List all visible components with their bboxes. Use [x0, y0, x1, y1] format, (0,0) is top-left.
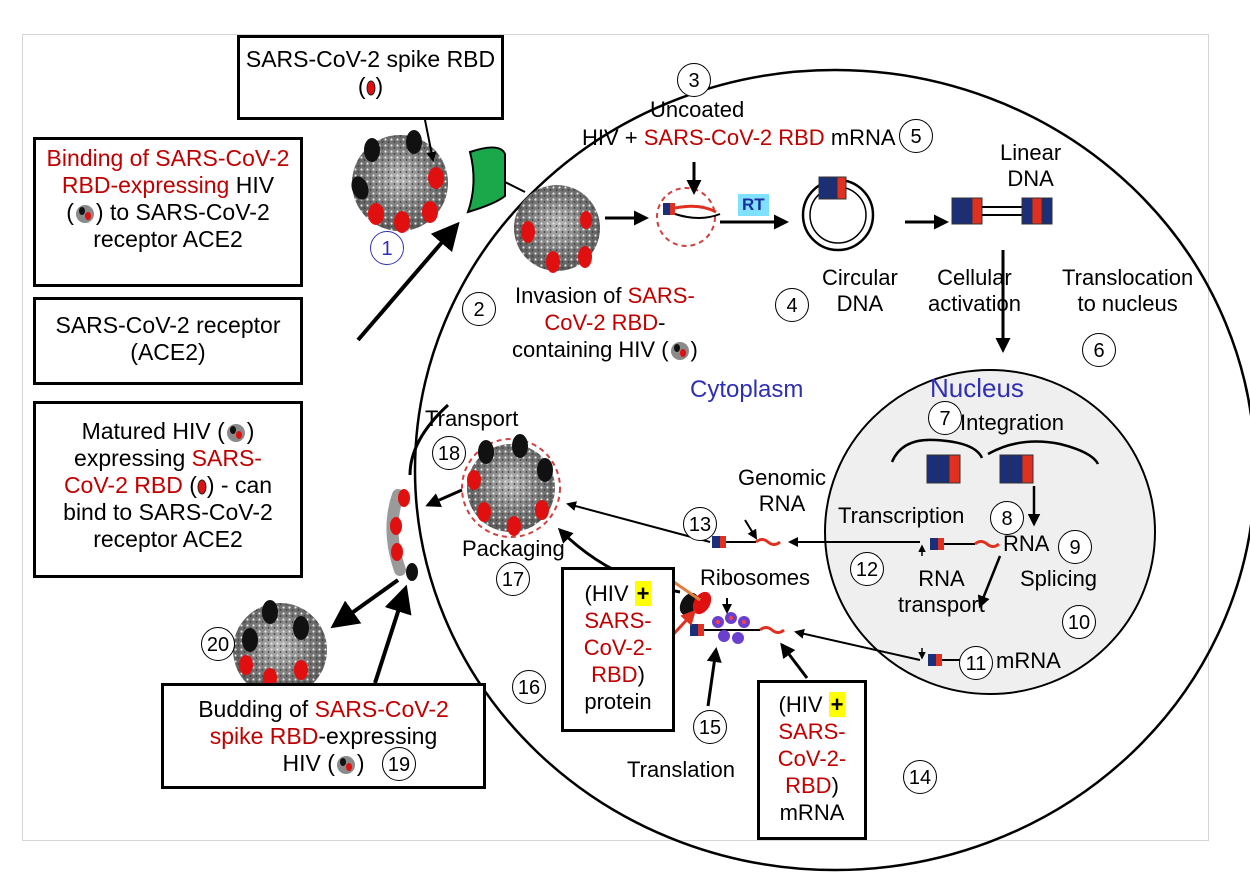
spike-rbd-title: SARS-CoV-2 spike RBD: [245, 46, 496, 72]
step-1: 1: [370, 231, 404, 265]
step-3: 3: [677, 63, 711, 97]
step-9: 9: [1058, 530, 1092, 564]
budding-virus: [386, 489, 418, 581]
step-11: 11: [959, 646, 993, 680]
circular-dna: [801, 176, 875, 252]
step-15: 15: [693, 710, 727, 744]
uncoated-label: Uncoated: [650, 97, 745, 122]
step-19: 19: [382, 747, 416, 781]
virus-icon: [670, 342, 689, 361]
rna-label: RNA: [1003, 531, 1050, 556]
virus-binding: [351, 130, 448, 233]
binding-box: Binding of SARS-CoV-2 RBD-expressing HIV…: [33, 137, 303, 287]
receptor-box: SARS-CoV-2 receptor (ACE2): [33, 297, 303, 385]
binding-hiv: HIV: [229, 172, 275, 198]
ace2-receptor: [466, 146, 506, 214]
genomic-rna: [712, 536, 781, 548]
step-13: 13: [683, 507, 717, 541]
transcription-label: Transcription: [838, 503, 965, 528]
nuclear-rna: [930, 538, 1000, 550]
step-6: 6: [1082, 333, 1116, 367]
mrna-box: (HIV + SARS- CoV-2- RBD) mRNA: [757, 680, 867, 840]
step-5: 5: [899, 119, 933, 153]
step-17: 17: [496, 562, 530, 596]
binding-red-2: RBD-expressing: [61, 172, 230, 198]
binding-line4: receptor ACE2: [93, 226, 243, 252]
step-4: 4: [775, 288, 809, 322]
rt-label: RT: [738, 194, 769, 216]
translation-mrna: [690, 612, 785, 644]
cytoplasm-label: Cytoplasm: [690, 376, 804, 403]
nucleus-label: Nucleus: [930, 373, 1024, 403]
arrows: [330, 99, 1041, 707]
connector-ace2-membrane: [504, 181, 526, 193]
step-14: 14: [903, 760, 937, 794]
virus-matured: [233, 600, 327, 697]
ribosomes-label: Ribosomes: [700, 565, 811, 590]
step-10: 10: [1062, 605, 1096, 639]
linear-dna: [951, 197, 1053, 225]
step-2: 2: [462, 292, 496, 326]
step-7: 7: [928, 401, 962, 435]
matured-box: Matured HIV () expressing SARS- CoV-2 RB…: [33, 401, 303, 578]
step-12: 12: [850, 552, 884, 586]
virus-invasion: [514, 185, 600, 273]
splicing-label: Splicing: [1020, 566, 1098, 591]
packaging-label: Packaging: [462, 536, 565, 561]
step-18: 18: [432, 436, 466, 470]
receptor-line2: (ACE2): [130, 339, 206, 365]
virus-icon: [75, 204, 94, 223]
receptor-line1: SARS-CoV-2 receptor: [55, 312, 281, 338]
uncoated-mrna-label: HIV + SARS-CoV-2 RBD mRNA: [582, 125, 896, 150]
mrna-label: mRNA: [996, 648, 1061, 673]
integration-label: Integration: [960, 410, 1064, 435]
spike-rbd-box: SARS-CoV-2 spike RBD (): [237, 35, 504, 120]
virus-icon: [336, 755, 355, 774]
protein-box: (HIV + SARS- CoV-2- RBD) protein: [561, 567, 675, 732]
step-20: 20: [201, 627, 235, 661]
invasion-label: Invasion of SARS- CoV-2 RBD- containing …: [512, 283, 698, 362]
uncoated-capsid: [656, 187, 721, 247]
transport-label: Transport: [425, 406, 519, 431]
cell-membrane: [413, 68, 1250, 872]
integrated-dna: [890, 438, 1100, 484]
budding-box: Budding of SARS-CoV-2 spike RBD-expressi…: [161, 683, 486, 789]
binding-red-1: Binding of SARS-CoV-2: [46, 145, 290, 171]
translation-label: Translation: [627, 757, 736, 782]
step-8: 8: [990, 501, 1024, 535]
virus-icon: [226, 423, 245, 442]
step-16: 16: [512, 670, 546, 704]
virus-packaging: [461, 434, 561, 538]
spike-rbd-symbol: (): [357, 73, 384, 99]
